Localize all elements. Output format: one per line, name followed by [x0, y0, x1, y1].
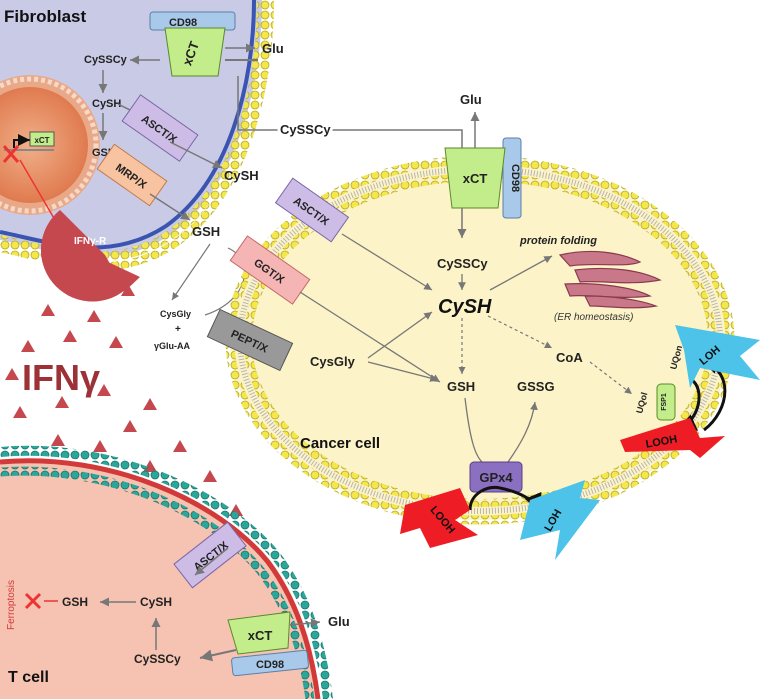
- fibro-xct: xCT: [164, 27, 226, 77]
- cancer-gsh: GSH: [447, 379, 475, 394]
- ext-gsh: GSH: [192, 224, 220, 239]
- loh-right: LOH: [675, 325, 760, 388]
- ext-cysh: CySH: [224, 168, 259, 183]
- protein-folding-label: protein folding: [519, 235, 597, 247]
- tcell-cd98-label: CD98: [256, 659, 284, 671]
- looh-right: LOOH: [620, 418, 725, 458]
- cancer-gssg: GSSG: [517, 379, 555, 394]
- fibro-mrp: MRP/X: [96, 143, 168, 207]
- fibro-cysh: CySH: [92, 98, 121, 110]
- cancer-xct: xCT: [444, 147, 506, 209]
- looh-bottom: LOOH: [400, 488, 478, 548]
- ifn-gamma-receptor: IFNγ-R: [40, 210, 140, 302]
- looh-right-label: LOOH: [645, 433, 678, 450]
- tcell-xct-label: xCT: [248, 628, 273, 643]
- er-homeostasis-label: (ER homeostasis): [554, 312, 633, 323]
- fibroblast-title: Fibroblast: [4, 7, 87, 26]
- xct-gene-label: xCT: [34, 136, 49, 145]
- ext-cysgly: CysGly: [160, 309, 191, 319]
- cancer-cysgly: CysGly: [310, 354, 356, 369]
- gpx4-enzyme: GPx4: [469, 461, 523, 493]
- ext-yglu-aa: γGlu-AA: [154, 341, 191, 351]
- cancer-cd98: CD98: [502, 137, 522, 219]
- fsp1-enzyme: FSP1: [656, 383, 676, 421]
- ifn-receptor-label: IFNγ-R: [74, 236, 107, 247]
- tcell-xct: xCT: [227, 611, 291, 655]
- tcell-asct: ASCT/X: [173, 521, 247, 589]
- tcell-cyssscy: CySSCy: [134, 652, 181, 666]
- gpx4-label: GPx4: [479, 470, 513, 485]
- fibro-asct: ASCT/X: [121, 94, 199, 162]
- endoplasmic-reticulum: [558, 250, 662, 309]
- cancer-glu: Glu: [460, 92, 482, 107]
- ferroptosis-label: Ferroptosis: [6, 580, 17, 630]
- tcell-cd98: CD98: [231, 649, 309, 677]
- ferroptosis-block-cross: [24, 592, 42, 610]
- xct-gene: xCT: [4, 131, 55, 151]
- cancer-coa: CoA: [556, 350, 583, 365]
- cancer-cysh: CySH: [438, 296, 492, 318]
- fibro-cd98-label: CD98: [169, 17, 197, 29]
- ext-cyssscy: CySSCy: [280, 122, 331, 137]
- fsp1-label: FSP1: [661, 393, 668, 411]
- fibro-glu: Glu: [262, 41, 284, 56]
- cancer-xct-label: xCT: [463, 171, 488, 186]
- tcell-glu: Glu: [328, 614, 350, 629]
- cancer-cd98-label: CD98: [509, 164, 521, 192]
- fibro-cd98: CD98: [149, 11, 236, 31]
- cancer-pept: PEPT/X: [206, 308, 294, 372]
- loh-bottom: LOH: [520, 480, 600, 560]
- tcell-gsh: GSH: [62, 595, 88, 609]
- tcell-title: T cell: [8, 669, 49, 686]
- cancer-cyssscy: CySSCy: [437, 256, 488, 271]
- tcell-cysh: CySH: [140, 595, 172, 609]
- fibro-cyssscy: CySSCy: [84, 54, 128, 66]
- cancer-ggt: GGT/X: [229, 235, 311, 305]
- ifn-gamma-label: IFNγ: [22, 357, 100, 398]
- gene-block-cross: [2, 145, 20, 163]
- cancer-cell-title: Cancer cell: [300, 435, 380, 452]
- ext-plus: +: [175, 324, 181, 335]
